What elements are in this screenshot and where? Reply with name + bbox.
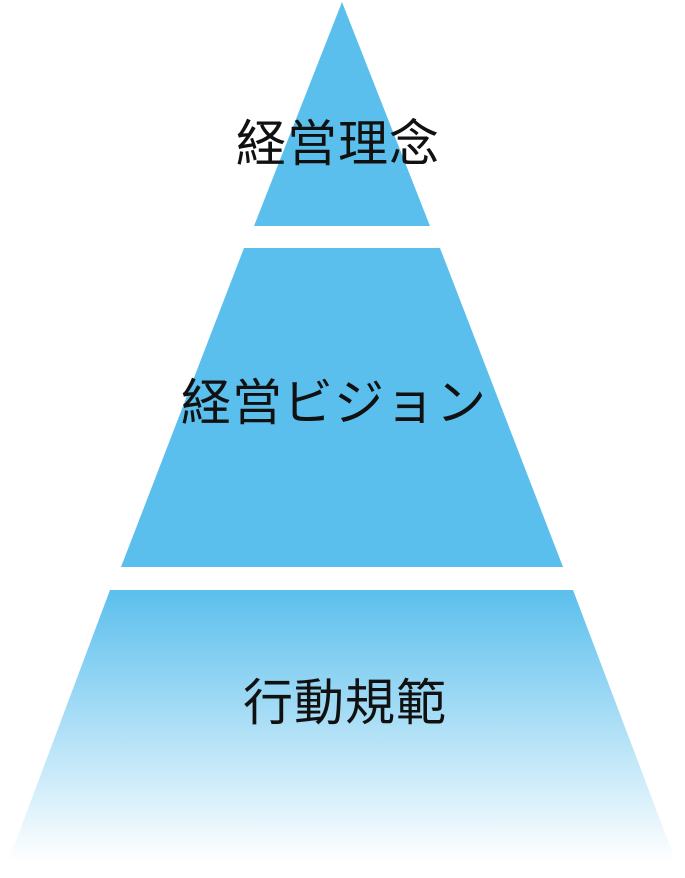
- tier-bottom-label: 行動規範: [243, 674, 447, 732]
- tier-middle-shape: [121, 248, 563, 567]
- tier-bottom-shape: [8, 590, 676, 862]
- tier-top-shape: [254, 2, 430, 226]
- tier-top-label: 経営理念: [236, 115, 440, 173]
- tier-middle-label: 経営ビジョン: [181, 374, 487, 432]
